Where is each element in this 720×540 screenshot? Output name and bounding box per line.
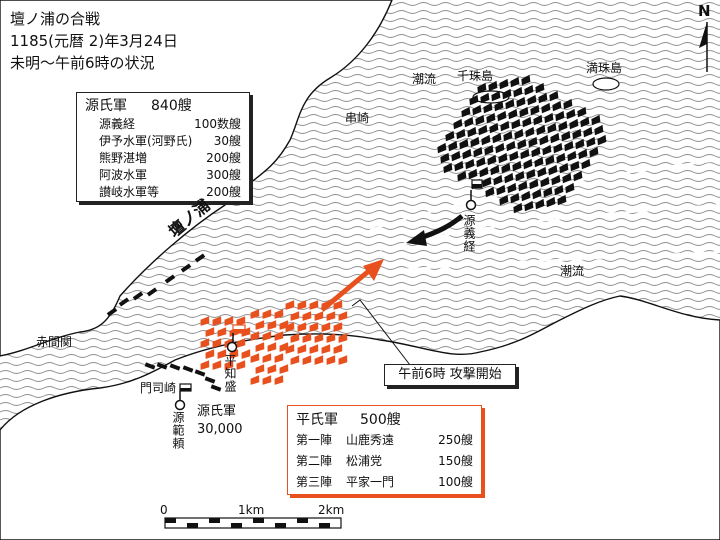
noriyori-marker [174,383,192,411]
heishi-row: 第三陣平家一門 100艘 [296,471,473,492]
genji-legend-header: 源氏軍 840艘 [85,95,241,115]
heishi-row-rank: 第一陣 [296,433,333,447]
shore-boat [164,274,176,284]
scale-label-0: 0 [160,503,168,517]
heishi-row-ships: 250艘 [438,433,473,447]
scale-segment [253,518,264,523]
shore-boat [106,307,118,317]
heishi-row-name: 山鹿秀遠 [346,433,395,447]
heishi-attack-arrow [320,259,384,312]
genji-row-name: 讃岐水軍等 [99,185,160,199]
shore-boat [182,365,194,373]
genji-row-ships: 100数艘 [194,117,241,131]
shore-boat [169,363,181,371]
akamagaseki-label: 赤間関 [36,335,73,349]
heishi-row: 第一陣山鹿秀遠 250艘 [296,429,473,450]
scale-label-1km: 1km [238,503,265,517]
map-title: 壇ノ浦の合戦 [10,10,101,28]
attack-callout-pointer [351,299,411,366]
map-subtitle: 未明～午前6時の状況 [10,54,155,72]
noriyori-army-size: 30,000 [197,422,243,437]
genji-row: 熊野湛増 200艘 [99,149,241,166]
tomomori-label: 平知盛 [223,354,237,393]
genji-row: 讃岐水軍等 200艘 [99,183,241,200]
genji-row-ships: 300艘 [206,168,241,182]
scale-segment [297,518,308,523]
heishi-row-rank: 第三陣 [296,475,333,489]
genji-movement-arrow [406,214,464,246]
shore-boat [118,297,130,307]
heishi-row-name: 松浦党 [346,454,383,468]
senju-island-label: 千珠島 [457,69,494,83]
shore-boat [132,291,144,301]
yoshitsune-label: 源義経 [462,214,476,253]
shore-boat [194,369,206,377]
scale-segment [187,523,198,528]
scale-bar [164,517,342,529]
map-date: 1185(元暦 2)年3月24日 [10,32,178,50]
kushizaki-label: 串崎 [345,111,370,125]
heishi-legend-total: 500艘 [360,412,401,428]
genji-row: 阿波水軍 300艘 [99,166,241,183]
genji-row-ships: 200艘 [206,151,241,165]
shore-boat [146,287,158,297]
heishi-row: 第二陣松浦党 150艘 [296,450,473,471]
genji-row-name: 源義経 [99,117,136,131]
genji-row-name: 熊野湛増 [99,151,148,165]
shore-boat [144,362,156,370]
tomomori-marker [226,324,246,353]
heishi-legend-header: 平氏軍 500艘 [296,409,473,429]
heishi-row-ships: 150艘 [438,454,473,468]
genji-legend-heading: 源氏軍 [85,98,127,114]
north-label: N [698,2,711,20]
scale-segment [209,518,220,523]
heishi-row-ships: 100艘 [438,475,473,489]
genji-row-ships: 30艘 [213,134,241,148]
north-arrow-icon [699,22,708,72]
genji-row-name: 阿波水軍 [99,168,148,182]
dannoura-shore-boats [106,253,206,317]
scale-segment [165,518,176,523]
scale-segment [319,523,330,528]
noriyori-label: 源範頼 [171,411,185,450]
genji-row: 伊予水軍(河野氏) 30艘 [99,132,241,149]
noriyori-army-label: 源氏軍 [197,404,237,419]
scale-label-2km: 2km [318,503,345,517]
shore-boat [204,376,216,384]
heishi-legend-box: 平氏軍 500艘 第一陣山鹿秀遠 250艘第二陣松浦党 150艘第三陣平家一門 100… [287,405,482,495]
scale-segment [231,523,242,528]
genji-row: 源義経 100数艘 [99,115,241,132]
heishi-legend-rows: 第一陣山鹿秀遠 250艘第二陣松浦党 150艘第三陣平家一門 100艘 [296,429,473,492]
genji-row-ships: 200艘 [206,185,241,199]
manju-island [592,77,620,91]
shore-boat [180,263,192,273]
heishi-legend-heading: 平氏軍 [296,412,338,428]
heishi-row-rank: 第二陣 [296,454,333,468]
genji-legend-total: 840艘 [151,98,192,114]
current-label-north: 潮流 [412,72,437,86]
mojigasaki-shore-boats [144,362,222,392]
attack-start-label: 午前6時 攻撃開始 [384,364,516,386]
shore-boat [194,253,206,263]
heishi-row-name: 平家一門 [346,475,395,489]
manju-island-label: 満珠島 [586,61,623,75]
current-label-east: 潮流 [560,264,585,278]
yoshitsune-marker [465,179,483,211]
scale-segment [275,523,286,528]
genji-row-name: 伊予水軍(河野氏) [99,134,193,148]
shore-boat [156,362,168,370]
mojigasaki-label: 門司崎 [140,381,177,395]
shore-boat [210,384,222,392]
